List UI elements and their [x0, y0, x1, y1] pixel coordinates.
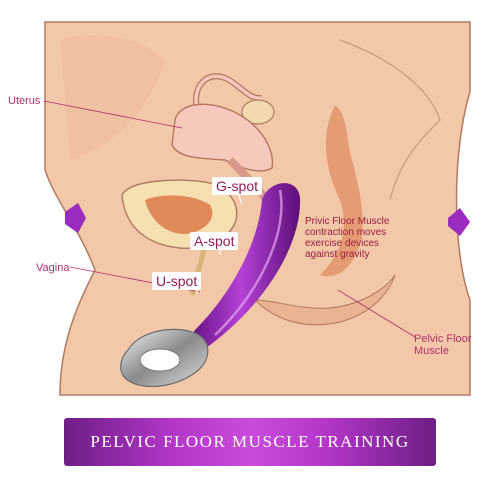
uterus-label: Uterus: [8, 95, 41, 107]
pelvic-floor-muscle-label: Pelvic Floor Muscle: [414, 333, 472, 357]
u-spot-label: U-spot: [152, 272, 202, 290]
pelvic-bone: [60, 35, 165, 160]
uterus-shape: [171, 103, 274, 172]
fallopian-tube-inner: [194, 74, 263, 119]
pelvic-floor-muscle-shape: [253, 274, 396, 326]
pelvic-floor-leader: [337, 289, 416, 338]
banner-title: PELVIC FLOOR MUSCLE TRAINING: [90, 432, 410, 451]
ovary: [241, 99, 275, 125]
device-handle-hole: [139, 348, 181, 372]
right-arrow-marker-icon: [448, 208, 470, 236]
rectum: [320, 105, 363, 277]
gravity-note: Privic Floor Muscle contraction moves ex…: [305, 216, 390, 260]
uterus-leader: [43, 100, 183, 129]
bladder-interior: [145, 195, 213, 234]
title-banner: PELVIC FLOOR MUSCLE TRAINING: [64, 418, 436, 466]
vagina-label: Vagina: [36, 262, 70, 274]
back-contour: [339, 39, 441, 201]
device-shaft: [192, 183, 301, 348]
a-spot-label: A-spot: [190, 232, 239, 250]
device-highlight: [214, 189, 283, 336]
g-spot-label: G-spot: [212, 177, 263, 195]
left-arrow-marker-icon: [65, 203, 86, 233]
